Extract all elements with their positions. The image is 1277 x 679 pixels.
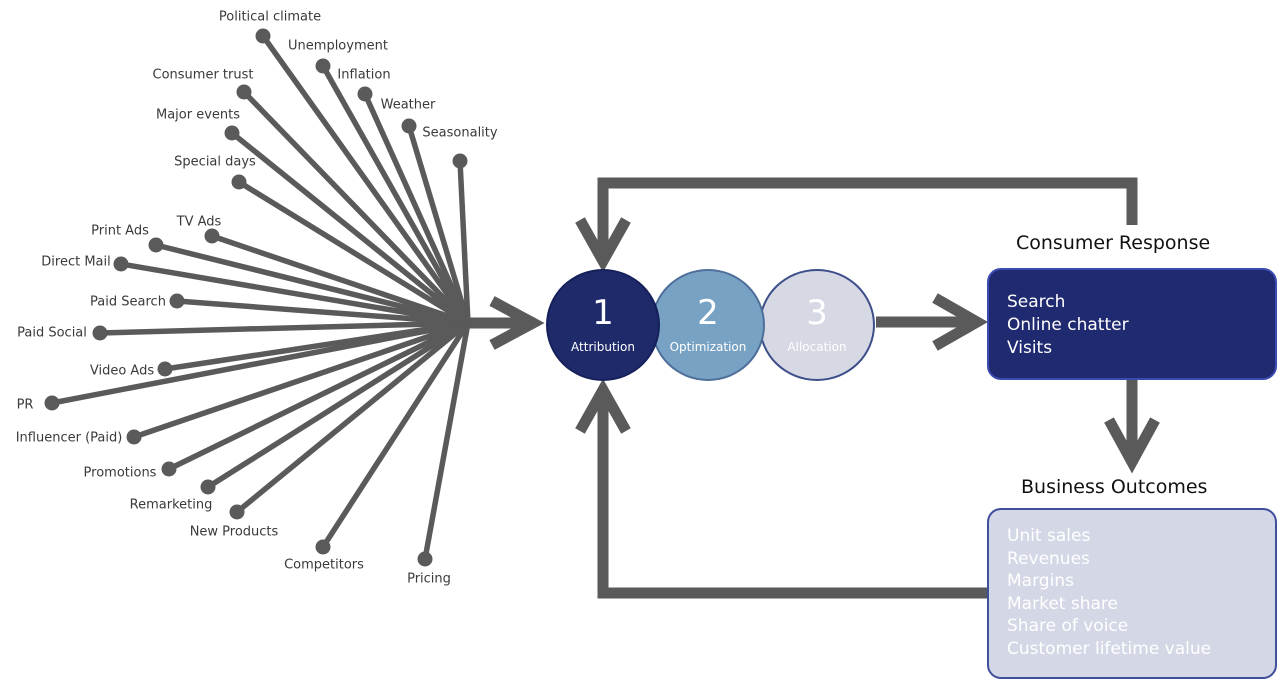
factor-label: Weather	[380, 97, 436, 113]
factor-label: Print Ads	[91, 223, 149, 239]
factor-dot	[236, 84, 252, 100]
factor-dot	[92, 325, 108, 341]
factor-spoke	[235, 320, 470, 515]
factor-label: New Products	[189, 524, 279, 540]
factor-spoke	[99, 320, 469, 336]
factor-dot	[401, 118, 417, 134]
business-outcomes-box: Unit sales Revenues Margins Market share…	[987, 508, 1277, 679]
factor-spoke	[457, 160, 471, 324]
factor-spoke	[242, 90, 470, 325]
factor-label: Special days	[174, 154, 256, 170]
factor-spoke	[320, 321, 471, 549]
factor-label: Influencer (Paid)	[15, 430, 123, 446]
stage-to-response-arrow	[876, 293, 989, 351]
factor-label: Political climate	[218, 9, 322, 25]
business-outcome-item: Unit sales	[1007, 526, 1091, 546]
stage-label: Allocation	[787, 340, 847, 354]
factor-dot	[148, 237, 164, 253]
factor-dot	[204, 228, 220, 244]
business-outcome-item: Market share	[1007, 593, 1118, 614]
stage-number: 1	[592, 293, 614, 333]
business-outcome-item: Customer lifetime value	[1007, 638, 1212, 659]
business-outcomes-title: Business Outcomes	[1021, 476, 1208, 498]
factor-label: Video Ads	[89, 363, 155, 379]
factor-dot	[157, 361, 173, 377]
factor-spokes	[44, 28, 471, 567]
consumer-response-box: Search Online chatter Visits	[987, 268, 1277, 380]
factor-label: Direct Mail	[41, 254, 111, 270]
consumer-response-title: Consumer Response	[1016, 232, 1211, 254]
top-feedback-arrow	[575, 177, 1138, 273]
factor-spoke	[176, 298, 469, 326]
factor-spoke	[362, 92, 471, 325]
factor-label: Paid Search	[90, 294, 166, 310]
factor-label: PR	[16, 397, 34, 413]
factor-spoke	[120, 261, 469, 326]
factor-label: Unemployment	[288, 38, 388, 54]
factor-dot	[200, 479, 216, 495]
factor-label: Seasonality	[422, 125, 498, 141]
factor-dot	[44, 395, 60, 411]
consumer-response-item: Search	[1007, 292, 1066, 312]
factor-dot	[452, 153, 468, 169]
consumer-response-item: Visits	[1007, 338, 1053, 358]
factor-label: Inflation	[337, 67, 391, 83]
factor-dot	[169, 293, 185, 309]
stage-number: 3	[806, 293, 828, 333]
factor-spoke	[260, 34, 471, 325]
factor-dot	[315, 58, 331, 74]
factor-spoke	[422, 322, 471, 560]
factor-dot	[161, 461, 177, 477]
stage-label: Optimization	[669, 340, 747, 354]
stage-allocation: 3 Allocation	[759, 269, 875, 381]
factor-spoke	[406, 125, 471, 324]
factor-dot	[231, 174, 247, 190]
factor-label: Major events	[155, 107, 241, 123]
factor-label: Consumer trust	[152, 67, 254, 83]
factor-dot	[126, 429, 142, 445]
factor-spoke	[155, 242, 469, 326]
stage-label: Attribution	[571, 340, 635, 354]
factor-dot	[224, 125, 240, 141]
stage-attribution: 1 Attribution	[546, 269, 660, 381]
bottom-feedback-arrow	[575, 378, 987, 599]
factor-label: TV Ads	[176, 214, 222, 230]
factor-label: Paid Social	[17, 325, 87, 341]
factor-dot	[315, 539, 331, 555]
factor-spoke	[237, 179, 470, 326]
factor-label: Competitors	[284, 557, 364, 573]
factor-dot	[255, 28, 271, 44]
factor-spoke	[133, 320, 469, 440]
factor-dot	[229, 504, 245, 520]
factor-dot	[357, 86, 373, 102]
consumer-response-item: Online chatter	[1007, 315, 1129, 335]
stage-optimization: 2 Optimization	[651, 269, 765, 381]
factor-spoke	[206, 320, 470, 490]
hub-arrow	[468, 296, 545, 350]
factor-spoke	[320, 64, 471, 325]
factor-dot	[417, 551, 433, 567]
factor-dot	[113, 256, 129, 272]
factor-spoke	[211, 233, 469, 326]
factor-spoke	[51, 320, 469, 406]
factor-label: Pricing	[407, 571, 451, 587]
factor-spoke	[167, 320, 470, 472]
factor-label: Remarketing	[129, 497, 213, 513]
factor-label: Promotions	[83, 465, 157, 481]
factor-spoke	[230, 130, 470, 326]
business-outcome-item: Share of voice	[1007, 616, 1129, 636]
business-outcome-item: Margins	[1007, 571, 1074, 591]
business-outcome-item: Revenues	[1007, 548, 1090, 569]
stage-number: 2	[697, 293, 719, 333]
response-to-outcomes-arrow	[1104, 380, 1160, 474]
